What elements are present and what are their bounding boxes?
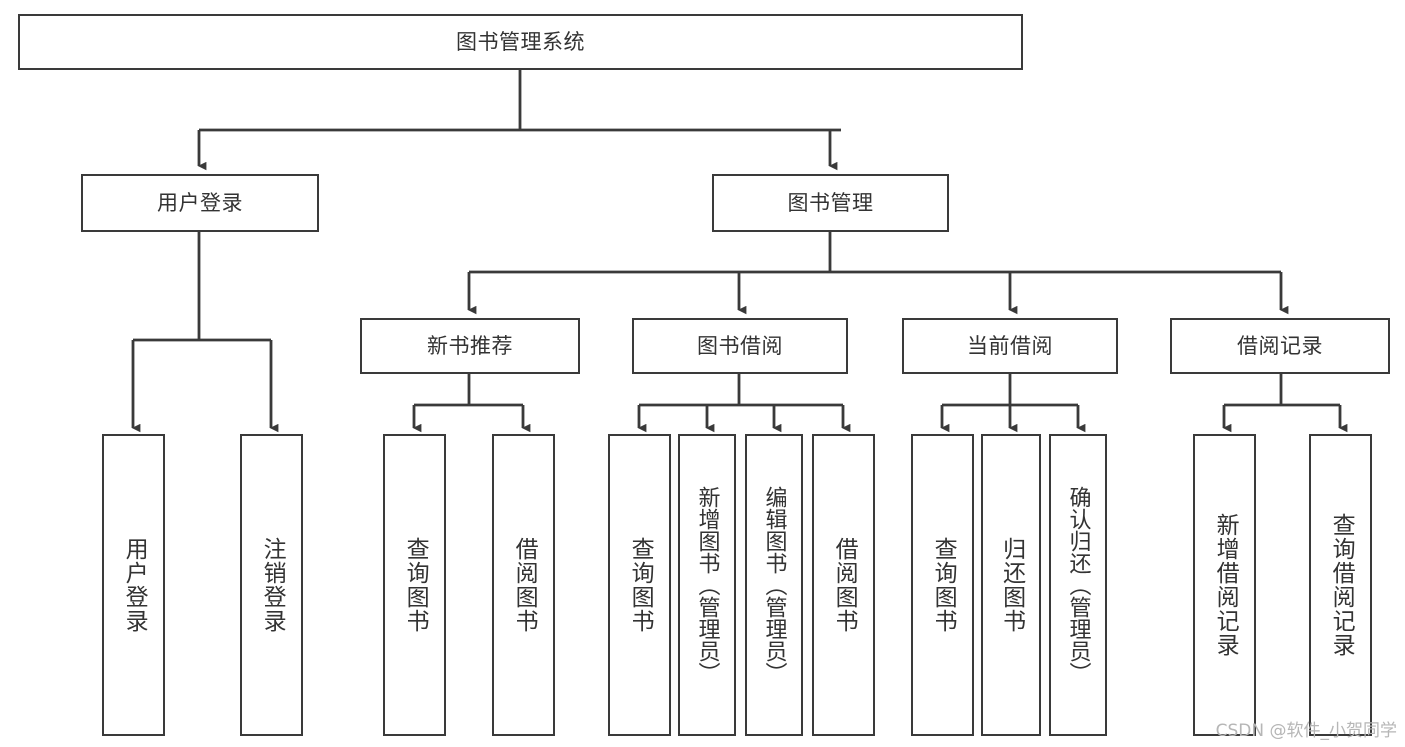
node-label: 图书管理 — [787, 190, 874, 215]
leaf-query-book-recommend[interactable]: 查询图书 — [383, 434, 446, 736]
node-borrow-records[interactable]: 借阅记录 — [1170, 318, 1390, 374]
node-label: 新增借阅记录 — [1212, 513, 1239, 657]
node-label: 查询借阅记录 — [1328, 513, 1355, 657]
node-label: 查询图书 — [627, 537, 654, 633]
node-book-borrow[interactable]: 图书借阅 — [632, 318, 848, 374]
node-new-book-recommend[interactable]: 新书推荐 — [360, 318, 580, 374]
leaf-return-book[interactable]: 归还图书 — [981, 434, 1041, 736]
node-label: 注销登录 — [259, 537, 286, 633]
node-label: 借阅图书 — [511, 537, 538, 633]
leaf-add-book-admin[interactable]: 新增图书（管理员） — [678, 434, 736, 736]
leaf-confirm-return-admin[interactable]: 确认归还（管理员） — [1049, 434, 1107, 736]
node-label: 查询图书 — [402, 537, 429, 633]
node-label: 借阅图书 — [831, 537, 858, 633]
node-label: 新增图书（管理员） — [694, 486, 720, 684]
node-book-management[interactable]: 图书管理 — [712, 174, 949, 232]
leaf-borrow-book-borrow[interactable]: 借阅图书 — [812, 434, 875, 736]
node-user-login[interactable]: 用户登录 — [81, 174, 319, 232]
node-root-system[interactable]: 图书管理系统 — [18, 14, 1023, 70]
node-label: 图书管理系统 — [456, 29, 585, 54]
leaf-borrow-book-recommend[interactable]: 借阅图书 — [492, 434, 555, 736]
node-label: 编辑图书（管理员） — [761, 486, 787, 684]
leaf-query-book-borrow[interactable]: 查询图书 — [608, 434, 671, 736]
node-label: 图书借阅 — [697, 333, 783, 358]
watermark-text: CSDN @软件_小贺同学 — [1215, 721, 1397, 741]
node-current-borrow[interactable]: 当前借阅 — [902, 318, 1118, 374]
leaf-query-borrow-record[interactable]: 查询借阅记录 — [1309, 434, 1372, 736]
node-label: 归还图书 — [998, 537, 1025, 633]
node-label: 新书推荐 — [427, 333, 513, 358]
node-label: 确认归还（管理员） — [1065, 486, 1091, 684]
node-label: 用户登录 — [157, 190, 243, 215]
node-label: 当前借阅 — [967, 333, 1053, 358]
leaf-add-borrow-record[interactable]: 新增借阅记录 — [1193, 434, 1256, 736]
leaf-edit-book-admin[interactable]: 编辑图书（管理员） — [745, 434, 803, 736]
leaf-query-book-current[interactable]: 查询图书 — [911, 434, 974, 736]
leaf-user-login[interactable]: 用户登录 — [102, 434, 165, 736]
node-label: 查询图书 — [930, 537, 957, 633]
node-label: 用户登录 — [121, 537, 148, 633]
node-label: 借阅记录 — [1237, 333, 1323, 358]
leaf-logout-login[interactable]: 注销登录 — [240, 434, 303, 736]
